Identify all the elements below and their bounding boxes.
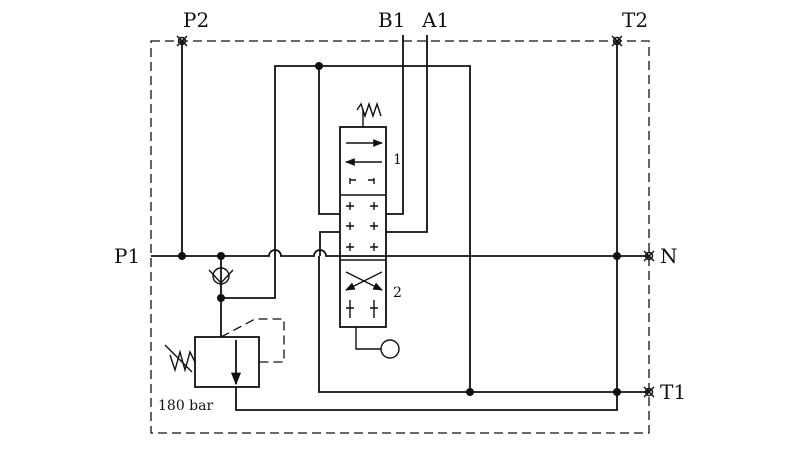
relief-drain-line (235, 387, 618, 411)
directional-valve-body (339, 126, 387, 328)
return-line-to-t1 (318, 256, 649, 393)
relief-spring-icon (164, 344, 196, 373)
p2-label: P2 (183, 8, 209, 32)
t1-label: T1 (660, 380, 686, 404)
valve-body-boundary (150, 40, 650, 434)
position-1-label: 1 (393, 152, 402, 168)
p1-label: P1 (114, 244, 140, 268)
relief-setting-label: 180 bar (158, 398, 213, 414)
n-label: N (660, 244, 678, 268)
spool-lever-icon (355, 327, 400, 359)
a1-label: A1 (421, 8, 449, 32)
junction-dots (178, 62, 621, 396)
a1-line (386, 35, 428, 233)
spool-left-branch (318, 66, 340, 215)
p2-port-marker (176, 35, 188, 47)
pressure-gallery-line (151, 249, 649, 257)
relief-valve-body (194, 336, 260, 388)
spool-spring-icon (356, 101, 382, 127)
check-valve-symbol (208, 267, 234, 285)
spool-top-loop (274, 65, 471, 392)
position-1-arrows (345, 139, 383, 184)
position-2-label: 2 (393, 285, 402, 301)
center-position-blocks (346, 202, 378, 251)
b1-line (386, 35, 404, 215)
t2-label: T2 (622, 8, 648, 32)
check-valve-branch (220, 256, 276, 299)
relief-pilot-line (220, 318, 285, 363)
b1-label: B1 (378, 8, 405, 32)
n-port-marker (643, 250, 655, 262)
spool-inlet-branch (319, 231, 340, 256)
position-2-arrows (345, 271, 383, 318)
t1-port-marker (643, 386, 655, 398)
t2-port-marker (611, 35, 623, 47)
